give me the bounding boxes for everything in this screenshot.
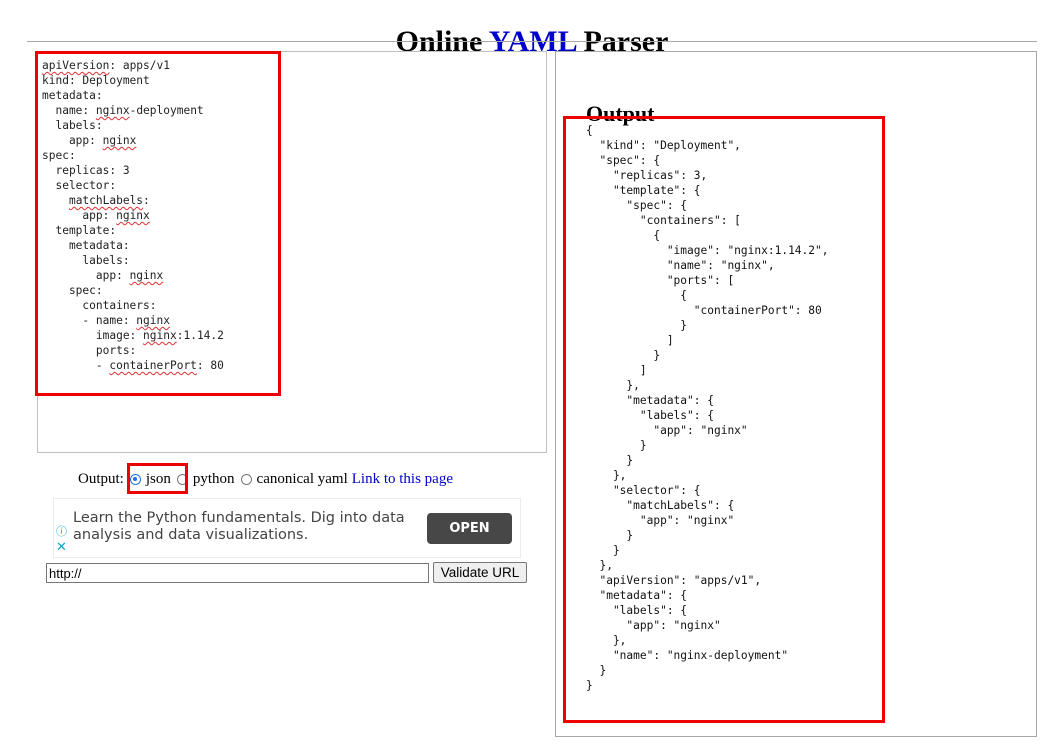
close-icon[interactable]: ✕: [56, 540, 67, 555]
ad-text[interactable]: Learn the Python fundamentals. Dig into …: [73, 510, 405, 543]
output-panel: [555, 51, 1037, 737]
radio-canonical-yaml-label[interactable]: canonical yaml: [256, 471, 348, 487]
radio-python-button[interactable]: [176, 473, 188, 485]
url-input[interactable]: [46, 563, 429, 583]
radio-python[interactable]: python: [171, 469, 235, 489]
ad-open-button[interactable]: OPEN: [427, 513, 512, 544]
header-divider: [27, 41, 1037, 42]
radio-canonical-yaml-button[interactable]: [240, 473, 252, 485]
json-output-content: { "kind": "Deployment", "spec": { "repli…: [586, 124, 829, 692]
radio-canonical-yaml[interactable]: canonical yaml: [235, 469, 348, 489]
output-label: Output:: [78, 471, 124, 487]
link-to-this-page[interactable]: Link to this page: [351, 471, 453, 487]
ad-banner[interactable]: Learn the Python fundamentals. Dig into …: [53, 498, 521, 558]
radio-json-button[interactable]: [129, 473, 141, 485]
output-heading: Output: [586, 101, 655, 127]
yaml-input-textarea[interactable]: [37, 51, 547, 453]
yaml-input-content[interactable]: apiVersion: apps/v1 kind: Deployment met…: [42, 59, 224, 372]
radio-python-label[interactable]: python: [192, 471, 235, 487]
output-format-options: Output: json python canonical yaml Link …: [78, 469, 453, 489]
radio-json[interactable]: json: [124, 469, 171, 489]
validate-url-button[interactable]: Validate URL: [433, 562, 527, 583]
radio-json-label[interactable]: json: [145, 471, 171, 487]
info-icon[interactable]: ⓘ: [56, 525, 67, 538]
